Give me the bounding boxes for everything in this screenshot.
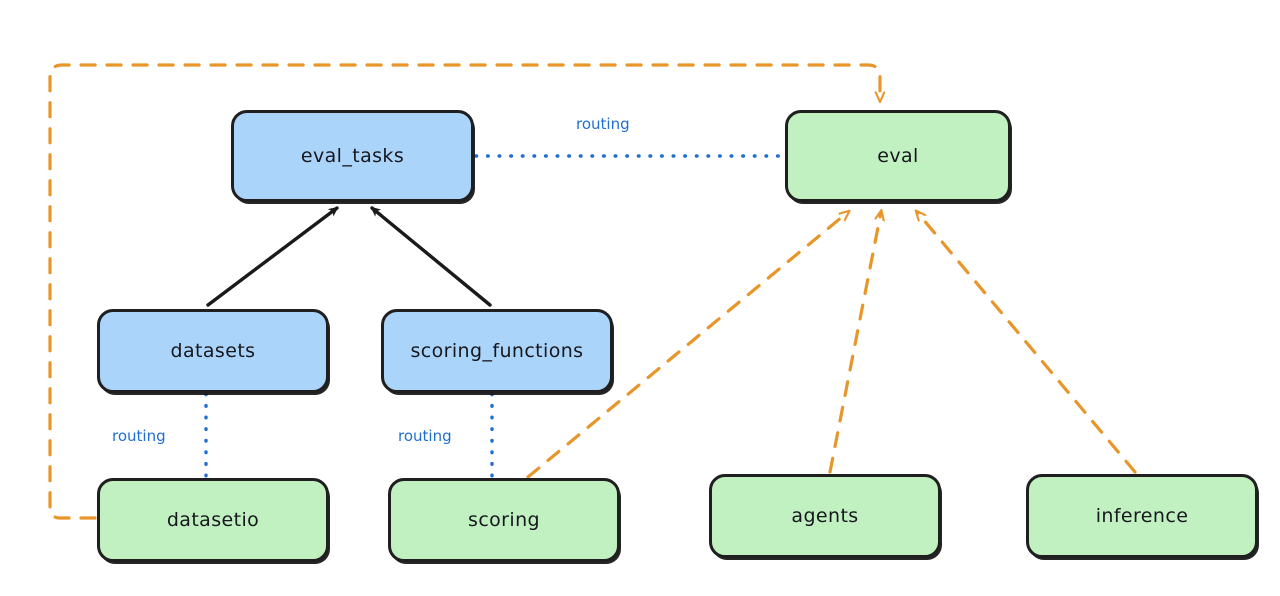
edge-label-routing-eval-tasks: routing — [576, 115, 630, 133]
node-label-agents: agents — [791, 505, 859, 527]
edge-label-routing-datasets: routing — [112, 427, 166, 445]
node-label-datasetio: datasetio — [166, 509, 260, 531]
node-datasets[interactable]: datasets — [97, 309, 329, 393]
node-label-scoring-functions: scoring_functions — [410, 340, 584, 362]
edge-inference-eval — [917, 212, 1137, 474]
node-label-datasets: datasets — [170, 340, 256, 362]
edge-agents-eval — [828, 212, 881, 474]
node-label-inference: inference — [1095, 505, 1189, 527]
node-label-scoring: scoring — [468, 509, 540, 531]
node-scoring-functions[interactable]: scoring_functions — [381, 309, 613, 393]
node-agents[interactable]: agents — [709, 474, 941, 558]
node-scoring[interactable]: scoring — [388, 478, 620, 562]
node-inference[interactable]: inference — [1026, 474, 1258, 558]
node-label-eval-tasks: eval_tasks — [300, 145, 405, 167]
edge-scoring-functions-eval-tasks — [370, 206, 492, 307]
edge-label-routing-scoring-functions: routing — [398, 427, 452, 445]
node-datasetio[interactable]: datasetio — [97, 478, 329, 562]
edge-datasets-eval-tasks — [206, 206, 339, 307]
node-eval[interactable]: eval — [785, 110, 1011, 202]
node-label-eval: eval — [877, 145, 919, 167]
node-eval-tasks[interactable]: eval_tasks — [231, 110, 474, 202]
